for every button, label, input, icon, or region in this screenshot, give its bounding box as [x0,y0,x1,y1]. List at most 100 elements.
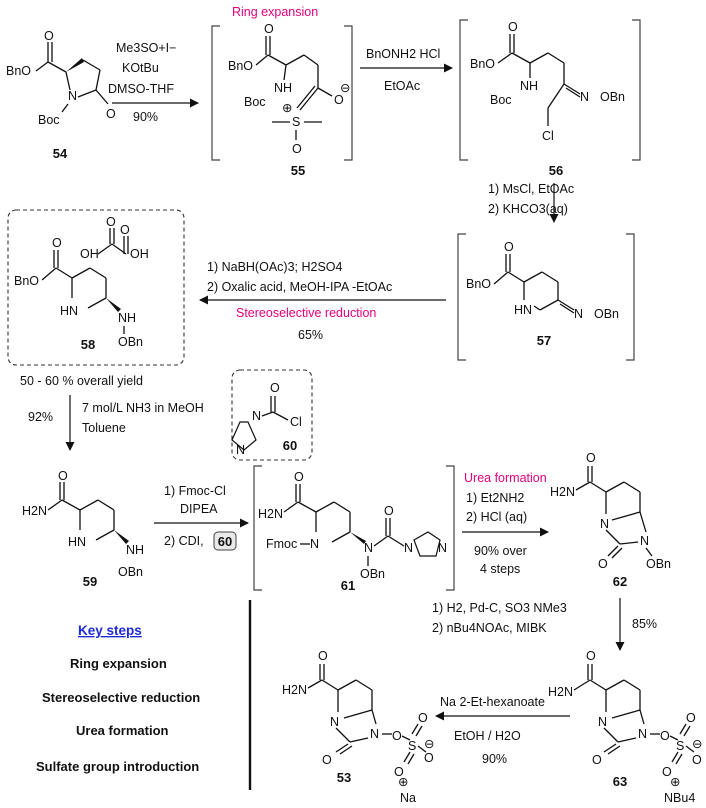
atom-o: O [418,711,428,725]
atom-n: N [638,727,647,741]
atom-obn: OBn [594,307,619,321]
atom-o: O [270,381,280,395]
compound-56: BnO O N OBn NH Boc Cl 56 [470,20,625,178]
reagent-nbu4noac: 2) nBu4NOAc, MIBK [432,621,547,635]
reagent-etoac: EtOAc [384,79,420,93]
atom-oh: OH [130,247,149,261]
charge-minus: ⊖ [692,737,702,751]
reagent-kotbu: KOtBu [122,61,159,75]
atom-o: O [334,93,344,107]
atom-nh: NH [274,81,292,95]
atom-n: N [574,307,583,321]
compound-54: BnO O N O Boc 54 [6,29,116,161]
compound-label-58: 58 [81,337,95,352]
atom-s: S [292,115,300,129]
reagent-nh3: 7 mol/L NH3 in MeOH [82,401,204,415]
annotation-urea-formation: Urea formation [464,471,547,485]
atom-o: O [424,751,434,765]
compound-58: BnO O HN NH OBn O O OH OH 58 [14,215,149,352]
reagent-steps: 4 steps [480,562,520,576]
compound-57: BnO O HN N OBn 57 [466,240,619,348]
atom-n: N [370,727,379,741]
compound-label-55: 55 [291,163,305,178]
atom-o: O [686,711,696,725]
atom-o: O [394,765,404,779]
compound-label-53: 53 [337,770,351,785]
reagent-dipea: DIPEA [180,502,218,516]
atom-o: O [586,649,596,663]
compound-label-59: 59 [83,574,97,589]
atom-o: O [318,649,328,663]
compound-label-61: 61 [341,578,355,593]
yield-step4: 65% [298,328,323,342]
charge-minus: ⊖ [340,81,350,95]
yield-step1: 90% [133,110,158,124]
atom-n: N [68,89,77,103]
atom-o: O [660,729,670,743]
atom-o: O [106,215,116,229]
atom-hn: HN [68,535,86,549]
reagent-fmoc: 1) Fmoc-Cl [164,484,226,498]
annotation-stereo-reduction: Stereoselective reduction [236,306,376,320]
atom-h2n: H2N [282,683,307,697]
overall-yield: 50 - 60 % overall yield [20,374,143,388]
atom-h2n: H2N [548,685,573,699]
reagent-khco3: 2) KHCO3(aq) [488,202,568,216]
atom-o: O [384,504,394,518]
atom-o: O [592,753,602,767]
atom-o: O [294,470,304,484]
atom-obn: OBn [360,567,385,581]
charge-minus: ⊖ [424,737,434,751]
atom-nh: NH [118,311,136,325]
key-step-ring-expansion: Ring expansion [70,656,167,671]
reagent-toluene: Toluene [82,421,126,435]
reagent-nabh: 1) NaBH(OAc)3; H2SO4 [207,260,343,274]
yield-step9: 90% [482,752,507,766]
reagent-me3soi: Me3SO+I− [116,41,176,55]
compound-61: H2N O N Fmoc N OBn O N N 61 [258,470,447,593]
atom-hn: HN [60,304,78,318]
compound-label-57: 57 [537,333,551,348]
reagent-na-hexanoate: Na 2-Et-hexanoate [440,695,545,709]
atom-o: O [106,107,116,121]
atom-s: S [676,739,684,753]
atom-boc: Boc [244,95,266,109]
yield-step8: 85% [632,617,657,631]
atom-bno: BnO [6,64,31,78]
reagent-etoh-h2o: EtOH / H2O [454,729,521,743]
atom-o: O [52,236,62,250]
atom-o: O [662,765,672,779]
atom-n: N [404,541,413,555]
atom-s: S [408,739,416,753]
compound-62: O H2N N N O OBn 62 [550,451,671,589]
atom-h2n: H2N [550,485,575,499]
atom-o: O [58,469,68,483]
atom-obn: OBn [118,565,143,579]
atom-n: N [252,409,261,423]
yield-step5: 92% [28,410,53,424]
atom-n: N [600,517,609,531]
compound-label-63: 63 [613,774,627,789]
atom-boc: Boc [38,113,60,127]
atom-n: N [438,541,447,555]
atom-nh: NH [126,543,144,557]
reagent-oxalic: 2) Oxalic acid, MeOH-IPA -EtOAc [207,280,392,294]
atom-n: N [640,534,649,548]
atom-boc: Boc [490,93,512,107]
counterion-na: Na [400,791,416,805]
reagent-bnonh2: BnONH2 HCl [366,47,440,61]
key-steps-title: Key steps [78,623,142,638]
atom-n: N [598,715,607,729]
atom-obn: OBn [600,90,625,104]
atom-n: N [330,715,339,729]
atom-o: O [504,240,514,254]
atom-o: O [598,557,608,571]
counterion-nbu4: NBu4 [664,791,695,805]
atom-bno: BnO [466,277,491,291]
reagent-mscl: 1) MsCl, EtOAc [488,182,574,196]
atom-nh: NH [520,79,538,93]
atom-h2n: H2N [22,504,47,518]
compound-55: BnO O O ⊖ NH Boc ⊕ S O 55 [228,22,350,178]
reagent-hcl: 2) HCl (aq) [466,510,527,524]
annotation-ring-expansion: Ring expansion [232,5,318,19]
